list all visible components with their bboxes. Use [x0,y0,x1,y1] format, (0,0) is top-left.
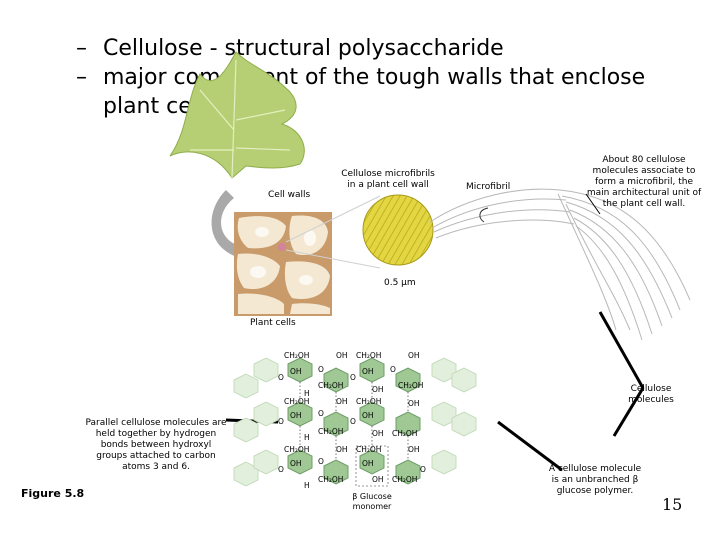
svg-text:OH: OH [336,445,348,454]
svg-text:CH₂OH: CH₂OH [284,397,309,406]
page-number: 15 [662,495,683,514]
svg-text:OH: OH [290,411,302,420]
svg-text:CH₂OH: CH₂OH [318,427,343,436]
svg-text:H: H [304,481,310,490]
svg-text:CH₂OH: CH₂OH [356,445,381,454]
svg-text:O: O [318,365,324,374]
svg-text:OH: OH [408,445,420,454]
plant-cells-image [234,212,332,316]
svg-text:CH₂OH: CH₂OH [284,351,309,360]
svg-text:CH₂OH: CH₂OH [318,475,343,484]
svg-text:OH: OH [362,459,374,468]
cellulose-chains [287,357,421,485]
svg-text:OH: OH [362,411,374,420]
pointer-bar [497,420,563,472]
svg-text:OH: OH [408,399,420,408]
svg-text:CH₂OH: CH₂OH [398,381,423,390]
svg-text:OH: OH [372,429,384,438]
svg-text:O: O [350,417,356,426]
microfibril-micrograph [362,194,434,266]
svg-text:OH: OH [372,475,384,484]
svg-text:O: O [350,373,356,382]
svg-text:CH₂OH: CH₂OH [284,445,309,454]
cellulose-molecules-label: Cellulose molecules [628,384,674,405]
svg-text:O: O [318,409,324,418]
svg-text:OH: OH [290,459,302,468]
svg-text:OH: OH [408,351,420,360]
glucose-monomer-label: β Glucose monomer [350,492,394,512]
bullet-marker: – [76,36,87,61]
pointer-bar [612,387,645,437]
parallel-molecules-label: Parallel cellulose molecules are held to… [85,418,227,472]
plant-cells-label: Plant cells [250,318,296,328]
svg-text:O: O [420,465,426,474]
svg-text:CH₂OH: CH₂OH [392,475,417,484]
molecule-labels: CH₂OH OH CH₂OH OH OH OH O O O O CH₂OH OH… [278,351,426,490]
cell-walls-label: Cell walls [268,190,311,200]
about-80-label: About 80 cellulose molecules associate t… [586,155,702,209]
svg-text:O: O [390,365,396,374]
pointer-bar [598,311,645,389]
svg-text:CH₂OH: CH₂OH [356,351,381,360]
bullet-marker: – [76,65,87,90]
figure-caption: Figure 5.8 [21,487,85,500]
svg-text:O: O [318,457,324,466]
bullet-text: Cellulose - structural polysaccharide [103,36,504,61]
svg-text:CH₂OH: CH₂OH [318,381,343,390]
bullet-list: – Cellulose - structural polysaccharide … [76,34,696,121]
leaf-image [169,51,305,179]
svg-text:OH: OH [336,351,348,360]
scale-bar-label: 0.5 µm [384,278,416,288]
microfibril-label: Microfibril [466,182,511,192]
svg-text:O: O [278,373,284,382]
microfibril-bundle [429,188,691,341]
svg-text:O: O [278,465,284,474]
bullet-item: – major component of the tough walls tha… [76,63,696,121]
svg-text:CH₂OH: CH₂OH [356,397,381,406]
svg-text:OH: OH [336,397,348,406]
svg-text:H: H [304,389,310,398]
svg-text:OH: OH [362,367,374,376]
glucose-monomer-line2: monomer [352,502,392,511]
svg-text:CH₂OH: CH₂OH [392,429,417,438]
svg-text:H: H [304,433,310,442]
bullet-text: major component of the tough walls that … [103,65,646,119]
glucose-monomer-line1: β Glucose [352,492,392,501]
bullet-item: – Cellulose - structural polysaccharide [76,34,696,63]
svg-text:O: O [278,417,284,426]
unbranched-polymer-label: A cellulose molecule is an unbranched β … [548,464,642,496]
svg-text:OH: OH [290,367,302,376]
chain-fade [233,357,477,487]
microfibrils-in-wall-label: Cellulose microfibrils in a plant cell w… [341,169,435,190]
svg-text:OH: OH [372,385,384,394]
